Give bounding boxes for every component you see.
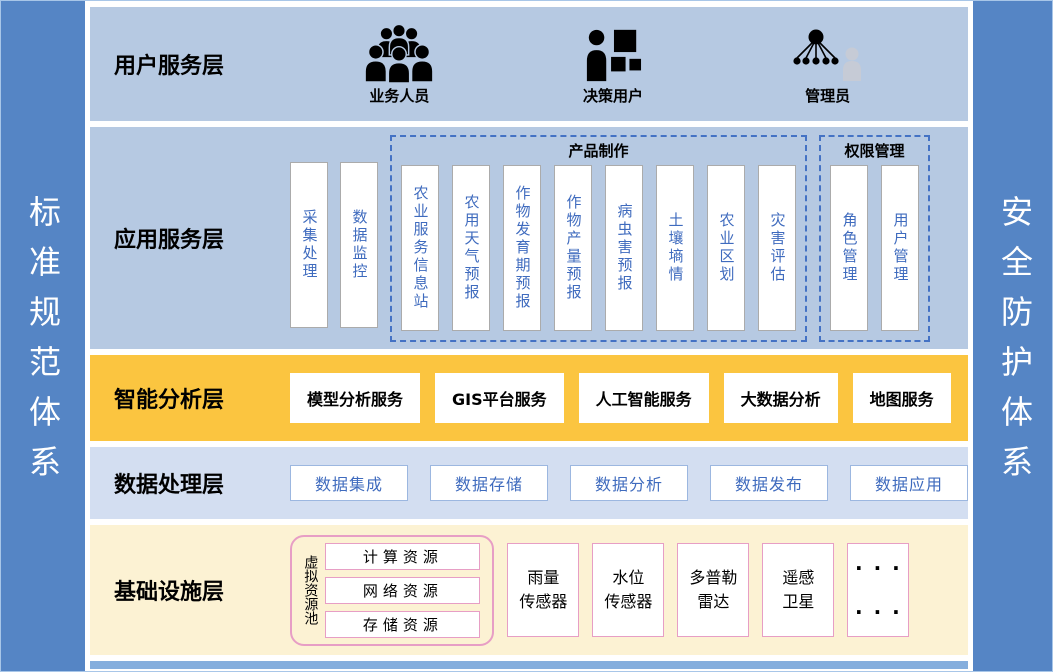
right-sidebar: 安全防护体系 [973,1,1052,671]
analysis-boxes: 模型分析服务 GIS平台服务 人工智能服务 大数据分析 地图服务 [290,373,968,423]
group-product-creation-title: 产品制作 [568,141,629,160]
app-box-label: 作物发育期预报 [513,184,532,311]
resource-box-storage: 存储资源 [325,610,481,638]
app-box-label: 角色管理 [840,211,859,284]
app-box: 土壤墒情 [656,164,694,331]
group-product-boxes: 农业服务信息站 农用天气预报 作物发育期预报 作物产量预报 病虫害预报 土壤墒情… [401,164,796,331]
device-doppler-radar: 多普勒 雷达 [677,543,750,637]
app-box-label: 灾害评估 [768,211,787,284]
device-rain-sensor: 雨量 传感器 [507,543,580,637]
app-box-label: 农用天气预报 [462,193,481,302]
persona-label-admin: 管理员 [805,86,851,105]
app-box: 用户管理 [881,164,919,331]
app-box-label: 农业服务信息站 [411,184,430,311]
app-box-label: 农业区划 [717,211,736,284]
app-box-label: 作物产量预报 [564,193,583,302]
layer-intelligent-analysis-label: 智能分析层 [114,388,225,413]
group-permission-boxes: 角色管理 用户管理 [830,164,919,331]
persona-label-business-users: 业务人员 [369,86,430,105]
group-permission-management: 权限管理 角色管理 用户管理 [819,134,930,342]
resource-box-network: 网络资源 [325,576,481,604]
analysis-box: 模型分析服务 [290,373,421,423]
app-box-label: 土壤墒情 [666,211,685,284]
analysis-box: 地图服务 [852,373,951,423]
layer-application-service-label: 应用服务层 [114,228,225,253]
bottom-accent-bar [90,661,968,669]
layer-infrastructure-label: 基础设施层 [114,580,225,605]
left-sidebar-label: 标准规范体系 [24,195,62,495]
processing-box: 数据应用 [850,465,968,501]
processing-box: 数据存储 [430,465,548,501]
layer-data-processing-label: 数据处理层 [114,473,225,498]
layer-intelligent-analysis: 智能分析层 模型分析服务 GIS平台服务 人工智能服务 大数据分析 地图服务 [90,355,968,441]
layers-column: 用户服务层 [85,1,973,671]
analysis-box: 人工智能服务 [578,373,709,423]
app-box-label: 数据监控 [350,209,369,281]
app-box: 灾害评估 [758,164,796,331]
app-box: 农用天气预报 [452,164,490,331]
device-ellipsis: · · · · · · [847,543,910,637]
app-box: 农业服务信息站 [401,164,439,331]
infrastructure-boxes: 虚拟资源池 计算资源 网络资源 存储资源 雨量 传感器 水位 传感器 多普勒 雷… [290,534,968,646]
device-remote-sensing-satellite: 遥感 卫星 [762,543,835,637]
app-box: 作物发育期预报 [503,164,541,331]
app-box: 作物产量预报 [554,164,592,331]
virtual-resource-pool-label: 虚拟资源池 [302,555,319,625]
analysis-box: 大数据分析 [723,373,838,423]
processing-box: 数据发布 [710,465,828,501]
persona-label-decision-user: 决策用户 [582,86,643,105]
analysis-box: GIS平台服务 [435,373,564,423]
left-sidebar: 标准规范体系 [1,1,85,671]
admin-org-icon [791,23,865,83]
processing-box: 数据集成 [290,465,408,501]
layer-user-service: 用户服务层 [90,7,968,121]
device-water-level-sensor: 水位 传感器 [592,543,665,637]
app-box-collect-process: 采集处理 [290,162,328,328]
app-box-data-monitor: 数据监控 [340,162,378,328]
processing-boxes: 数据集成 数据存储 数据分析 数据发布 数据应用 [290,465,968,501]
app-box: 农业区划 [707,164,745,331]
virtual-resource-pool-items: 计算资源 网络资源 存储资源 [325,542,481,638]
application-boxes: 采集处理 数据监控 产品制作 农业服务信息站 农用天气预报 作物发育期预报 作物… [290,127,968,349]
app-box-label: 用户管理 [891,211,910,284]
persona-admin: 管理员 [791,23,865,106]
resource-box-compute: 计算资源 [325,542,481,570]
group-permission-title: 权限管理 [844,141,905,160]
layer-user-service-label: 用户服务层 [114,54,225,79]
persona-business-users: 业务人员 [363,23,435,106]
layer-infrastructure: 基础设施层 虚拟资源池 计算资源 网络资源 存储资源 雨量 传感器 水位 传感器… [90,525,968,655]
persona-decision-user: 决策用户 [582,23,644,106]
decision-user-icon [582,23,644,83]
right-sidebar-label: 安全防护体系 [996,195,1034,495]
group-product-creation: 产品制作 农业服务信息站 农用天气预报 作物发育期预报 作物产量预报 病虫害预报… [390,134,807,342]
business-users-icon [363,23,435,83]
app-box-label: 病虫害预报 [615,202,634,293]
layer-application-service: 应用服务层 采集处理 数据监控 产品制作 农业服务信息站 农用天气预报 作物发育… [90,127,968,349]
app-box-label: 采集处理 [300,209,319,281]
app-box: 病虫害预报 [605,164,643,331]
app-box: 角色管理 [830,164,868,331]
user-personas: 业务人员 决策用户 [290,23,968,106]
virtual-resource-pool: 虚拟资源池 计算资源 网络资源 存储资源 [290,534,495,646]
processing-box: 数据分析 [570,465,688,501]
layer-data-processing: 数据处理层 数据集成 数据存储 数据分析 数据发布 数据应用 [90,447,968,519]
